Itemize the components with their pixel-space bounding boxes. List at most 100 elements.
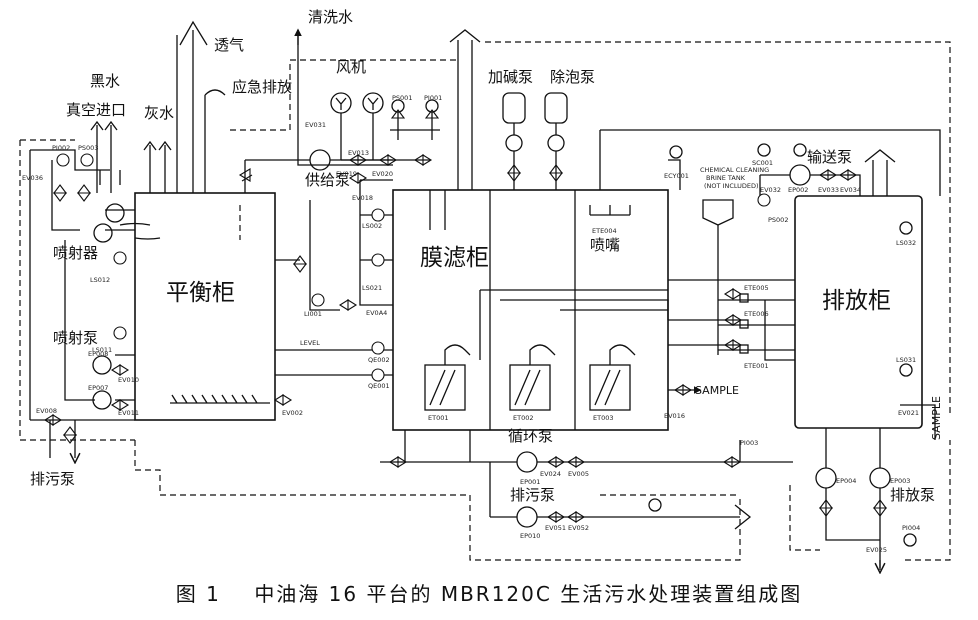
chem-note-1: CHEMICAL CLEANING — [700, 166, 769, 174]
tag: LI001 — [304, 310, 322, 318]
sample-label: SAMPLE — [695, 384, 739, 397]
tag: EV052 — [568, 524, 589, 532]
labels: 清洗水 透气 应急排放 黑水 真空进口 灰水 风机 加碱泵 除泡泵 输送泵 供给… — [30, 8, 943, 504]
valves — [43, 109, 888, 523]
tag: EV033 — [818, 186, 839, 194]
nozzle-label: 喷嘴 — [590, 236, 620, 254]
feed-pump-label: 供给泵 — [305, 171, 350, 189]
grey-water-label: 灰水 — [144, 104, 174, 122]
tag: PI003 — [740, 439, 758, 447]
inlet-pipes — [90, 120, 172, 193]
tag: ETE006 — [744, 310, 769, 318]
circulation-pump — [516, 451, 538, 473]
chem-note-2: BRINE TANK — [706, 174, 746, 182]
tag: EP002 — [788, 186, 808, 194]
transfer-pump — [789, 164, 811, 186]
vent-pipe-right — [864, 149, 896, 196]
alkali-tank — [502, 92, 526, 124]
tag: ETE001 — [744, 362, 769, 370]
discharge-tank-label: 排放柜 — [822, 288, 891, 314]
instruments — [56, 153, 771, 382]
tag: EV016 — [664, 412, 685, 420]
speed-controller — [757, 143, 771, 157]
tag: PS003 — [78, 144, 98, 152]
ejector-pump-label: 喷射泵 — [53, 329, 98, 347]
gauge-top — [669, 145, 683, 159]
tag: EV010 — [118, 376, 139, 384]
tag: PI001 — [424, 94, 442, 102]
ejector-label: 喷射器 — [53, 244, 98, 262]
tag: EV005 — [568, 470, 589, 478]
vent-label: 透气 — [214, 36, 244, 54]
defoam-tank — [544, 92, 568, 124]
tag: EV024 — [540, 470, 561, 478]
tag: PS001 — [392, 94, 412, 102]
tag: LS032 — [896, 239, 916, 247]
clean-water-label: 清洗水 — [308, 8, 353, 26]
tag: ECY001 — [664, 172, 689, 180]
figure-title: 中油海 16 平台的 MBR120C 生活污水处理装置组成图 — [254, 582, 803, 606]
tag: EP001 — [520, 478, 540, 486]
sewage-pump-left-label: 排污泵 — [30, 470, 75, 488]
tag: EV0A4 — [366, 309, 387, 317]
balance-tank — [134, 192, 276, 421]
tag: ETE004 — [592, 227, 617, 235]
vent-pipe-2 — [449, 29, 481, 190]
chem-note-3: (NOT INCLUDED) — [704, 182, 759, 190]
tag: LS002 — [362, 222, 382, 230]
tag: EV008 — [36, 407, 57, 415]
feed-pump — [309, 149, 331, 171]
sample-vertical-label: SAMPLE — [930, 396, 943, 440]
tag: PI004 — [902, 524, 920, 532]
figure-caption: 图 1 中油海 16 平台的 MBR120C 生活污水处理装置组成图 — [0, 578, 978, 607]
tag: EV019 — [336, 170, 357, 178]
ejector — [105, 203, 125, 223]
figure-number: 图 1 — [175, 582, 221, 606]
tag: EP010 — [520, 532, 540, 540]
equipment-tags: PI002 PS003 EV036 LS012 LS011 EP008 EV01… — [22, 94, 920, 554]
tag: LS031 — [896, 356, 916, 364]
mbr-process-diagram: 清洗水 透气 应急排放 黑水 真空进口 灰水 风机 加碱泵 除泡泵 输送泵 供给… — [19, 8, 951, 578]
ejector-pump-2 — [92, 390, 112, 410]
tag: ET001 — [428, 414, 448, 422]
discharge-tank — [794, 195, 923, 429]
sewage-pump-mid-label: 排污泵 — [510, 486, 555, 504]
emergency-pipe — [204, 89, 226, 193]
alkali-pump — [505, 134, 523, 152]
tag: EP004 — [836, 477, 856, 485]
tag: ET003 — [593, 414, 613, 422]
discharge-pump-2 — [869, 467, 891, 489]
tag: QE002 — [368, 356, 390, 364]
black-water-label: 黑水 — [90, 72, 120, 90]
membrane-modules — [424, 344, 636, 411]
tag: ETE005 — [744, 284, 769, 292]
tag: ET002 — [513, 414, 533, 422]
tag: EV020 — [372, 170, 393, 178]
tag: EP008 — [88, 350, 108, 358]
tag: EP003 — [890, 477, 910, 485]
tag: LS012 — [90, 276, 110, 284]
emergency-discharge-label: 应急排放 — [232, 78, 292, 96]
tag: EV025 — [866, 546, 887, 554]
level-label: LEVEL — [300, 339, 320, 347]
clean-water-pipe — [297, 30, 393, 166]
balance-tank-label: 平衡柜 — [166, 280, 235, 306]
vent-pipe — [179, 20, 208, 193]
transfer-pump-label: 输送泵 — [807, 148, 852, 166]
tag: EV034 — [840, 186, 861, 194]
tag: EV021 — [898, 409, 919, 417]
tag: EV013 — [348, 149, 369, 157]
tag: LS021 — [362, 284, 382, 292]
tag: EV031 — [305, 121, 326, 129]
tag: EV011 — [118, 409, 139, 417]
chem-tank — [702, 199, 734, 226]
membrane-tank-label: 膜滤柜 — [420, 245, 489, 271]
vacuum-inlet-label: 真空进口 — [66, 101, 126, 119]
discharge-pump-label: 排放泵 — [890, 486, 935, 504]
ejector-pump-1 — [92, 355, 112, 375]
tag: EV032 — [760, 186, 781, 194]
fan-label: 风机 — [336, 58, 366, 76]
gauge-h — [793, 143, 807, 157]
discharge-pump-1 — [815, 467, 837, 489]
tag: PS002 — [768, 216, 788, 224]
